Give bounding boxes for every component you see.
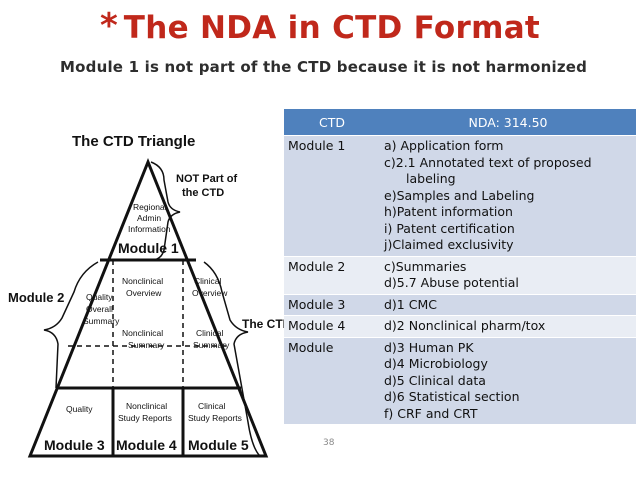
row-line: d)4 Microbiology bbox=[384, 356, 488, 371]
row-line: d)3 Human PK bbox=[384, 339, 474, 355]
row-content: d)1 CMC bbox=[380, 293, 636, 316]
table-header-row: CTD NDA: 314.50 bbox=[284, 109, 636, 136]
row-line: d)1 CMC bbox=[384, 296, 437, 312]
clinical-overview-2: Overview bbox=[192, 288, 228, 298]
row-module: Module bbox=[284, 336, 380, 424]
admin-label: Admin bbox=[137, 213, 161, 223]
row-content: a) Application form c)2.1 Annotated text… bbox=[380, 135, 636, 256]
row-line: i) Patent certification bbox=[384, 220, 515, 236]
ctd-nda-table: CTD NDA: 314.50 Module 1 a) Application … bbox=[284, 109, 636, 424]
row-module: Module 4 bbox=[284, 315, 380, 337]
ctd-triangle-svg: The CTD Triangle NOT Part of the CTD Reg… bbox=[8, 122, 284, 474]
regional-label: Regional bbox=[133, 202, 167, 212]
table-row: Module d)3 Human PK d)4 Microbiology d)5… bbox=[284, 336, 636, 424]
row-line: a) Application form bbox=[384, 138, 504, 153]
clinical-summary-1: Clinical bbox=[196, 328, 224, 338]
the-ctd-label: The CTD bbox=[242, 317, 284, 331]
nonclinical-reports-2: Study Reports bbox=[118, 413, 172, 423]
row-line: j)Claimed exclusivity bbox=[384, 237, 514, 252]
row-line: e)Samples and Labeling bbox=[384, 187, 535, 203]
nonclinical-reports-1: Nonclinical bbox=[126, 401, 167, 411]
row-line: d)2 Nonclinical pharm/tox bbox=[384, 318, 546, 333]
row-line: d)5 Clinical data bbox=[384, 372, 486, 388]
nonclinical-summary-1: Nonclinical bbox=[122, 328, 163, 338]
header-nda: NDA: 314.50 bbox=[380, 109, 636, 136]
table-row: Module 1 a) Application form c)2.1 Annot… bbox=[284, 135, 636, 256]
page-number: 38 bbox=[323, 438, 335, 448]
quality-label: Quality bbox=[66, 404, 93, 414]
clinical-reports-2: Study Reports bbox=[188, 413, 242, 423]
clinical-reports-1: Clinical bbox=[198, 401, 226, 411]
triangle-outline bbox=[27, 157, 269, 458]
not-part-label-1: NOT Part of bbox=[176, 173, 237, 185]
slide-subtitle: Module 1 is not part of the CTD because … bbox=[60, 58, 588, 76]
row-line: labeling bbox=[406, 171, 456, 186]
header-ctd: CTD bbox=[284, 109, 380, 136]
row-content: d)3 Human PK d)4 Microbiology d)5 Clinic… bbox=[380, 336, 636, 424]
row-line: c)Summaries bbox=[384, 258, 467, 274]
not-part-label-2: the CTD bbox=[182, 187, 224, 199]
nonclinical-summary-2: Summary bbox=[128, 340, 165, 350]
nonclinical-overview-1: Nonclinical bbox=[122, 276, 163, 286]
quality-overall-2: Overall bbox=[86, 304, 113, 314]
nonclinical-overview-2: Overview bbox=[126, 288, 162, 298]
quality-overall-3: Summary bbox=[83, 316, 120, 326]
title-text: The NDA in CTD Format bbox=[123, 10, 541, 46]
clinical-overview-1: Clinical bbox=[194, 276, 222, 286]
quality-overall-1: Quality bbox=[86, 292, 113, 302]
row-content: c)Summaries d)5.7 Abuse potential bbox=[380, 255, 636, 294]
module4-label: Module 4 bbox=[116, 437, 177, 453]
row-line: f) CRF and CRT bbox=[384, 405, 478, 421]
ctd-triangle-diagram: The CTD Triangle NOT Part of the CTD Reg… bbox=[8, 122, 284, 474]
clinical-summary-2: Summary bbox=[193, 340, 230, 350]
module3-label: Module 3 bbox=[44, 437, 105, 453]
module5-label: Module 5 bbox=[188, 437, 249, 453]
slide-title: * The NDA in CTD Format bbox=[100, 6, 540, 52]
table-row: Module 3 d)1 CMC bbox=[284, 293, 636, 316]
module2-label: Module 2 bbox=[8, 290, 64, 305]
row-module: Module 2 bbox=[284, 255, 380, 294]
row-line: c)2.1 Annotated text of proposed bbox=[384, 154, 592, 170]
table-row: Module 4 d)2 Nonclinical pharm/tox bbox=[284, 315, 636, 337]
information-label: Information bbox=[128, 224, 171, 234]
row-module: Module 1 bbox=[284, 135, 380, 256]
diagram-heading: The CTD Triangle bbox=[72, 133, 195, 150]
row-module: Module 3 bbox=[284, 293, 380, 316]
row-line: h)Patent information bbox=[384, 204, 513, 219]
module1-label: Module 1 bbox=[118, 240, 179, 256]
title-bullet: * bbox=[100, 6, 118, 46]
row-line: d)6 Statistical section bbox=[384, 389, 520, 404]
table-row: Module 2 c)Summaries d)5.7 Abuse potenti… bbox=[284, 255, 636, 294]
row-content: d)2 Nonclinical pharm/tox bbox=[380, 315, 636, 337]
row-line: d)5.7 Abuse potential bbox=[384, 275, 519, 290]
